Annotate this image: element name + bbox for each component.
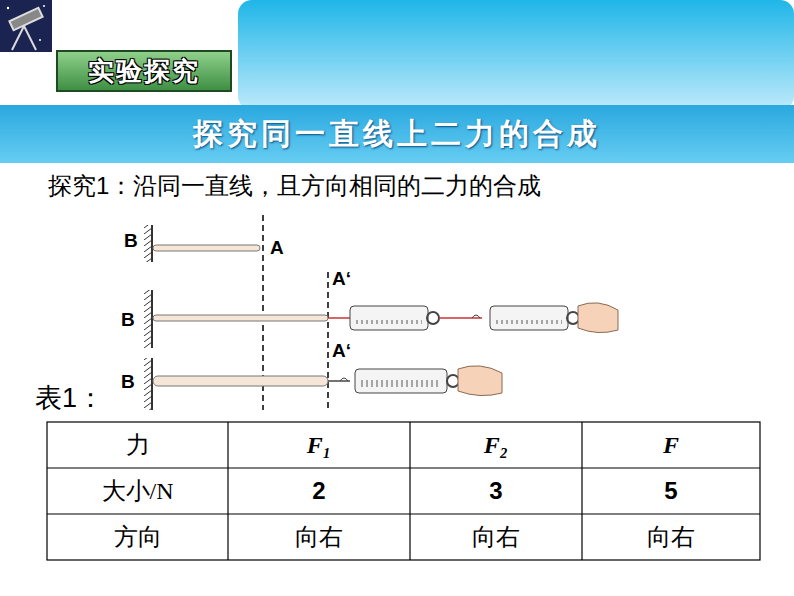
table-cell: 向右 (230, 516, 408, 558)
subtitle: 探究1：沿同一直线，且方向相同的二力的合成 (48, 170, 541, 202)
table-cell: 5 (584, 470, 758, 512)
rubber-band (153, 376, 328, 386)
spring-scale (350, 306, 439, 330)
rubber-band (153, 245, 260, 251)
point-label: B (121, 371, 135, 393)
point-label: A‘ (332, 340, 351, 362)
table-cell: F₁ (230, 424, 408, 466)
rubber-band (153, 315, 328, 321)
table-cell: F (584, 424, 758, 466)
table-cell: 2 (230, 470, 408, 512)
spring-scale (355, 369, 459, 393)
hand (578, 303, 618, 333)
hand (458, 366, 502, 396)
table-cell: 3 (412, 470, 580, 512)
table-grid (47, 422, 760, 560)
header-sky (238, 0, 794, 110)
badge-text: 实验探究 (88, 54, 200, 89)
spring-scale (490, 306, 579, 330)
table-cell: 大小/N (49, 470, 226, 512)
telescope-icon (0, 0, 52, 52)
table-cell: 向右 (412, 516, 580, 558)
title-badge: 实验探究 (56, 50, 232, 92)
table-cell: F₂ (412, 424, 580, 466)
table-cell: 方向 (49, 516, 226, 558)
table-cell: 力 (49, 424, 226, 466)
telescope (9, 8, 42, 50)
point-label: A‘ (332, 268, 351, 290)
table-label: 表1： (35, 380, 104, 416)
point-label: A (270, 237, 284, 259)
point-label: B (121, 309, 135, 331)
slide-title: 探究同一直线上二力的合成 (0, 108, 794, 160)
dashed-line (327, 272, 329, 410)
title-band (0, 105, 794, 163)
wall (144, 225, 152, 410)
experiment-illustration (140, 213, 620, 415)
table-cell: 向右 (584, 516, 758, 558)
point-label: B (124, 230, 138, 252)
